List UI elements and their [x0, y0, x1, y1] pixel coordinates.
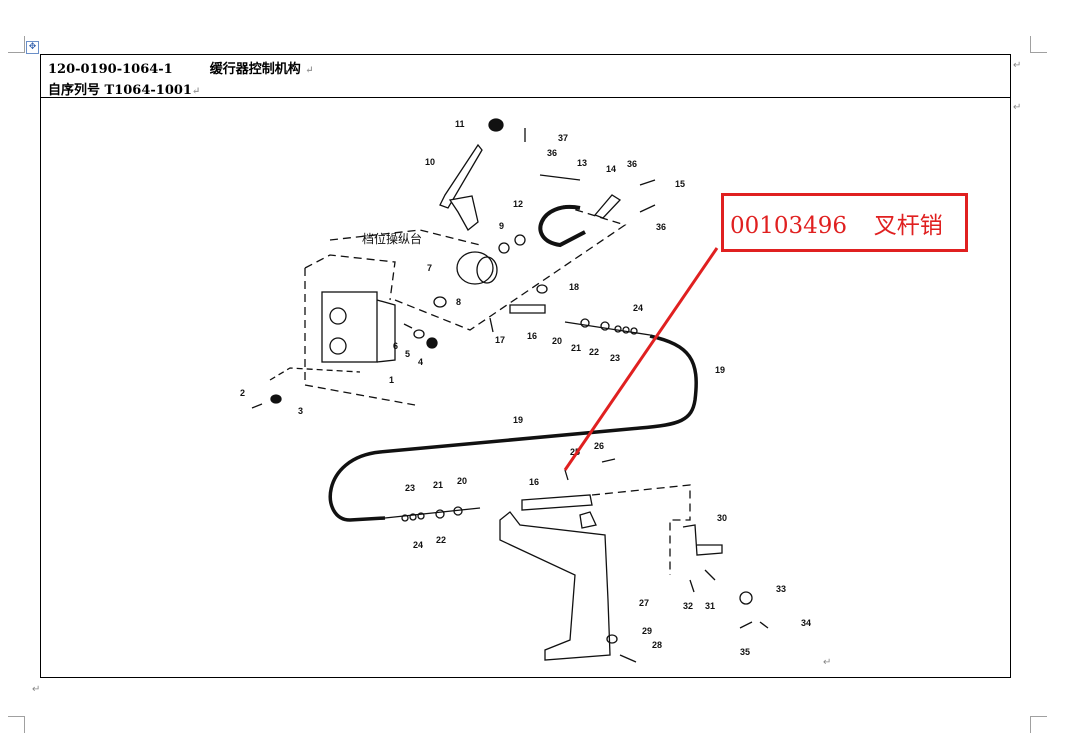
- callout-37: 37: [558, 133, 568, 143]
- callout-23: 23: [405, 483, 415, 493]
- callout-23: 23: [610, 353, 620, 363]
- callout-6: 6: [393, 341, 398, 351]
- callout-21: 21: [571, 343, 581, 353]
- callout-28: 28: [652, 640, 662, 650]
- part-code: 120-0190-1064-1: [48, 62, 173, 77]
- console-label: 档位操纵台: [362, 231, 422, 246]
- callout-3: 3: [298, 406, 303, 416]
- header-row-2: 自序列号 T1064-1001↵: [48, 79, 200, 98]
- callout-24: 24: [633, 303, 643, 313]
- callout-29: 29: [642, 626, 652, 636]
- annotation-pointer-line: [563, 247, 719, 471]
- callout-27: 27: [639, 598, 649, 608]
- callout-31: 31: [705, 601, 715, 611]
- paragraph-mark: ↵: [191, 86, 201, 97]
- callout-35: 35: [740, 647, 750, 657]
- callout-22: 22: [436, 535, 446, 545]
- page-corner-mark: [8, 716, 25, 733]
- callout-14: 14: [606, 164, 616, 174]
- callout-5: 5: [405, 349, 410, 359]
- part-name: 叉杆销: [873, 213, 943, 239]
- callout-36: 36: [627, 159, 637, 169]
- callout-34: 34: [801, 618, 811, 628]
- table-move-handle-icon[interactable]: ✥: [26, 41, 39, 54]
- callout-1: 1: [389, 375, 394, 385]
- callout-24: 24: [413, 540, 423, 550]
- callout-2: 2: [240, 388, 245, 398]
- callout-25: 25: [570, 447, 580, 457]
- diagram-drawing: [251, 118, 769, 663]
- callout-20: 20: [552, 336, 562, 346]
- callout-18: 18: [569, 282, 579, 292]
- callout-36: 36: [547, 148, 557, 158]
- paragraph-mark: ↵: [32, 684, 41, 695]
- callout-17: 17: [495, 335, 505, 345]
- page-corner-mark: [1030, 716, 1047, 733]
- callout-21: 21: [433, 480, 443, 490]
- parts-table: 120-0190-1064-1 缓行器控制机构 ↵ 自序列号 T1064-100…: [40, 54, 1011, 678]
- callout-36: 36: [656, 222, 666, 232]
- callout-16: 16: [529, 477, 539, 487]
- paragraph-mark: ↵: [823, 657, 832, 668]
- assembly-title: 缓行器控制机构: [209, 62, 301, 77]
- paragraph-mark: ↵: [1013, 60, 1022, 71]
- callout-30: 30: [717, 513, 727, 523]
- callout-26: 26: [594, 441, 604, 451]
- header-row-1: 120-0190-1064-1 缓行器控制机构 ↵: [48, 58, 314, 77]
- callout-33: 33: [776, 584, 786, 594]
- part-number: 00103496: [730, 213, 848, 239]
- callout-13: 13: [577, 158, 587, 168]
- callout-19: 19: [513, 415, 523, 425]
- callout-20: 20: [457, 476, 467, 486]
- callout-9: 9: [499, 221, 504, 231]
- callout-7: 7: [427, 263, 432, 273]
- callout-32: 32: [683, 601, 693, 611]
- callout-4: 4: [418, 357, 423, 367]
- callout-15: 15: [675, 179, 685, 189]
- part-annotation-box: 00103496 叉杆销: [721, 193, 968, 252]
- callout-8: 8: [456, 297, 461, 307]
- serial-label: 自序列号 T1064-1001: [48, 83, 192, 98]
- paragraph-mark: ↵: [305, 65, 314, 76]
- callout-11: 11: [455, 119, 465, 129]
- page-corner-mark: [8, 36, 25, 53]
- callout-16: 16: [527, 331, 537, 341]
- callout-19: 19: [715, 365, 725, 375]
- callout-12: 12: [513, 199, 523, 209]
- table-divider: [41, 97, 1010, 98]
- paragraph-mark: ↵: [1013, 102, 1022, 113]
- page-corner-mark: [1030, 36, 1047, 53]
- callout-10: 10: [425, 157, 435, 167]
- callout-22: 22: [589, 347, 599, 357]
